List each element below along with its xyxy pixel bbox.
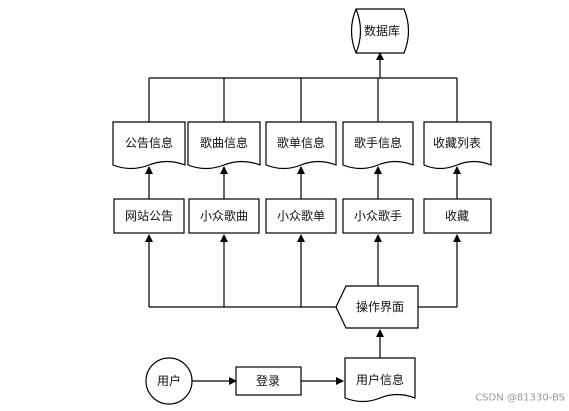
niche-playlists-label: 小众歌单 xyxy=(277,208,325,223)
process-favorites: 收藏 xyxy=(423,198,492,234)
process-niche-singers: 小众歌手 xyxy=(342,198,414,234)
document-singer-info: 歌手信息 xyxy=(342,121,414,170)
user-label: 用户 xyxy=(157,373,181,388)
process-site-announcement: 网站公告 xyxy=(113,198,185,234)
user-info-node: 用户信息 xyxy=(344,357,416,403)
user-info-label: 用户信息 xyxy=(356,372,404,387)
site-announcement-label: 网站公告 xyxy=(125,209,173,223)
database-label: 数据库 xyxy=(364,23,400,38)
niche-singers-label: 小众歌手 xyxy=(354,208,402,223)
operation-interface-label: 操作界面 xyxy=(356,299,404,314)
watermark-text: CSDN @81330-BS xyxy=(475,393,565,404)
docs-to-database-connector xyxy=(148,52,458,122)
niche-songs-label: 小众歌曲 xyxy=(200,208,248,223)
song-info-label: 歌曲信息 xyxy=(200,135,248,150)
login-label: 登录 xyxy=(256,373,280,388)
process-niche-songs: 小众歌曲 xyxy=(188,198,260,234)
document-song-info: 歌曲信息 xyxy=(187,121,261,170)
operation-interface-node: 操作界面 xyxy=(335,285,419,329)
user-node: 用户 xyxy=(145,357,193,405)
favorites-list-label: 收藏列表 xyxy=(433,136,481,150)
document-playlist-info: 歌单信息 xyxy=(265,121,337,170)
process-to-document-arrows xyxy=(145,166,461,199)
login-node: 登录 xyxy=(235,366,302,396)
operation-bus-connector xyxy=(145,234,461,308)
playlist-info-label: 歌单信息 xyxy=(277,135,325,150)
process-niche-playlists: 小众歌单 xyxy=(265,198,337,234)
favorites-label: 收藏 xyxy=(445,209,469,223)
announcement-info-label: 公告信息 xyxy=(125,135,173,150)
document-announcement-info: 公告信息 xyxy=(112,121,186,170)
document-favorites-list: 收藏列表 xyxy=(423,121,492,170)
singer-info-label: 歌手信息 xyxy=(354,135,402,150)
database-node: 数据库 xyxy=(350,8,410,54)
